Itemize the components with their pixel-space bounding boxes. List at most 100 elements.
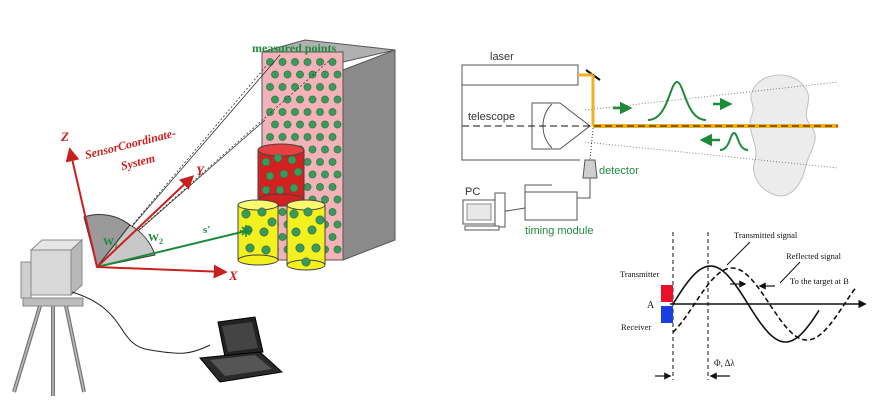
measured-point bbox=[316, 58, 324, 66]
measured-point bbox=[303, 133, 312, 141]
measured-point bbox=[308, 120, 317, 129]
angle-w2-label: W2 bbox=[148, 232, 163, 246]
x-axis bbox=[96, 264, 228, 279]
x-axis-label: X bbox=[228, 268, 238, 283]
measured-points-label: measured points bbox=[252, 41, 336, 55]
measured-point bbox=[328, 208, 337, 216]
measured-point bbox=[303, 158, 312, 166]
measured-point bbox=[278, 108, 287, 116]
angle-w1-label: W1 bbox=[103, 236, 118, 250]
measured-point bbox=[308, 95, 317, 104]
measured-point bbox=[308, 70, 317, 79]
signal-wiring bbox=[461, 85, 591, 200]
measured-point bbox=[296, 95, 304, 104]
transmitter-block bbox=[661, 285, 673, 302]
measured-point bbox=[303, 58, 312, 66]
measured-point bbox=[333, 195, 342, 204]
measured-point bbox=[289, 209, 299, 219]
return-pulse bbox=[719, 131, 749, 151]
scanner-tripod bbox=[12, 238, 86, 396]
measured-point bbox=[261, 185, 271, 195]
y-axis-label: Y bbox=[196, 163, 205, 178]
fov-lower bbox=[584, 141, 839, 169]
measured-point bbox=[295, 243, 305, 253]
rx-leader bbox=[779, 261, 801, 284]
pc-computer bbox=[462, 192, 506, 231]
measured-point bbox=[333, 70, 342, 79]
sensor-system-label-line2: System bbox=[119, 151, 156, 173]
measured-point bbox=[266, 58, 274, 66]
measured-point bbox=[267, 217, 277, 227]
receiver-label: Receiver bbox=[621, 322, 651, 332]
measured-point bbox=[303, 207, 313, 217]
reflected-wave bbox=[672, 267, 856, 341]
measured-point bbox=[266, 83, 274, 91]
target-object bbox=[749, 74, 816, 197]
point-a-label: A bbox=[647, 300, 655, 311]
red-cylinder bbox=[257, 143, 305, 207]
measured-point bbox=[316, 183, 324, 191]
measured-point bbox=[333, 245, 342, 254]
measured-point bbox=[333, 170, 342, 179]
measured-point bbox=[291, 108, 299, 116]
measured-point bbox=[328, 58, 337, 66]
detector-label: detector bbox=[599, 165, 639, 177]
phase-shift-diagram: Transmitted signal Reflected signal To t… bbox=[620, 230, 867, 380]
measured-point bbox=[328, 183, 337, 191]
measured-point bbox=[266, 133, 274, 141]
measured-point bbox=[283, 120, 292, 129]
measured-point bbox=[333, 145, 342, 154]
transmitter-label: Transmitter bbox=[620, 269, 660, 279]
measured-point bbox=[301, 257, 311, 267]
laser-label: laser bbox=[490, 51, 514, 63]
measured-point bbox=[321, 95, 329, 104]
target-label: To the target at B bbox=[790, 276, 849, 286]
y-axis bbox=[96, 175, 195, 268]
measured-point bbox=[259, 227, 269, 237]
measurement-ray bbox=[96, 230, 247, 268]
measured-point bbox=[275, 185, 285, 195]
telescope-label: telescope bbox=[468, 111, 515, 123]
measured-point bbox=[291, 227, 301, 237]
lidar-schematic: laser telescope detector timing module bbox=[461, 51, 839, 237]
measured-point bbox=[283, 70, 292, 79]
outgoing-pulse bbox=[647, 80, 707, 121]
measured-point bbox=[245, 243, 255, 253]
measured-point bbox=[291, 133, 299, 141]
measured-point bbox=[296, 70, 304, 79]
measured-point bbox=[283, 95, 292, 104]
measured-point bbox=[328, 133, 337, 141]
timing-module-box bbox=[524, 191, 578, 221]
measured-point bbox=[321, 170, 329, 179]
measured-point bbox=[321, 145, 329, 154]
hit-point-star-icon bbox=[240, 225, 252, 237]
phase-label: Φ, Δλ bbox=[714, 358, 735, 368]
measured-point bbox=[316, 108, 324, 116]
scanner-cable bbox=[71, 291, 211, 354]
detector bbox=[582, 159, 598, 179]
transmitted-signal-label: Transmitted signal bbox=[734, 230, 798, 240]
laptop bbox=[199, 316, 284, 383]
measured-point bbox=[271, 95, 279, 104]
measured-point bbox=[293, 167, 303, 177]
measured-point bbox=[278, 58, 287, 66]
measured-point bbox=[315, 215, 325, 225]
measured-point bbox=[261, 245, 271, 255]
measured-point bbox=[303, 183, 312, 191]
measured-point bbox=[265, 171, 275, 181]
measured-point bbox=[261, 157, 271, 167]
ray-label: s' bbox=[203, 224, 210, 236]
transmitted-wave bbox=[672, 265, 820, 343]
measured-point bbox=[321, 120, 329, 129]
measured-point bbox=[316, 158, 324, 166]
measured-point bbox=[321, 70, 329, 79]
measured-point bbox=[278, 208, 287, 216]
reflected-signal-label: Reflected signal bbox=[786, 251, 842, 261]
scanner-head bbox=[30, 249, 72, 296]
timing-module-label: timing module bbox=[525, 225, 593, 237]
measured-point bbox=[278, 233, 287, 241]
measured-point bbox=[296, 120, 304, 129]
measured-point bbox=[273, 153, 283, 163]
